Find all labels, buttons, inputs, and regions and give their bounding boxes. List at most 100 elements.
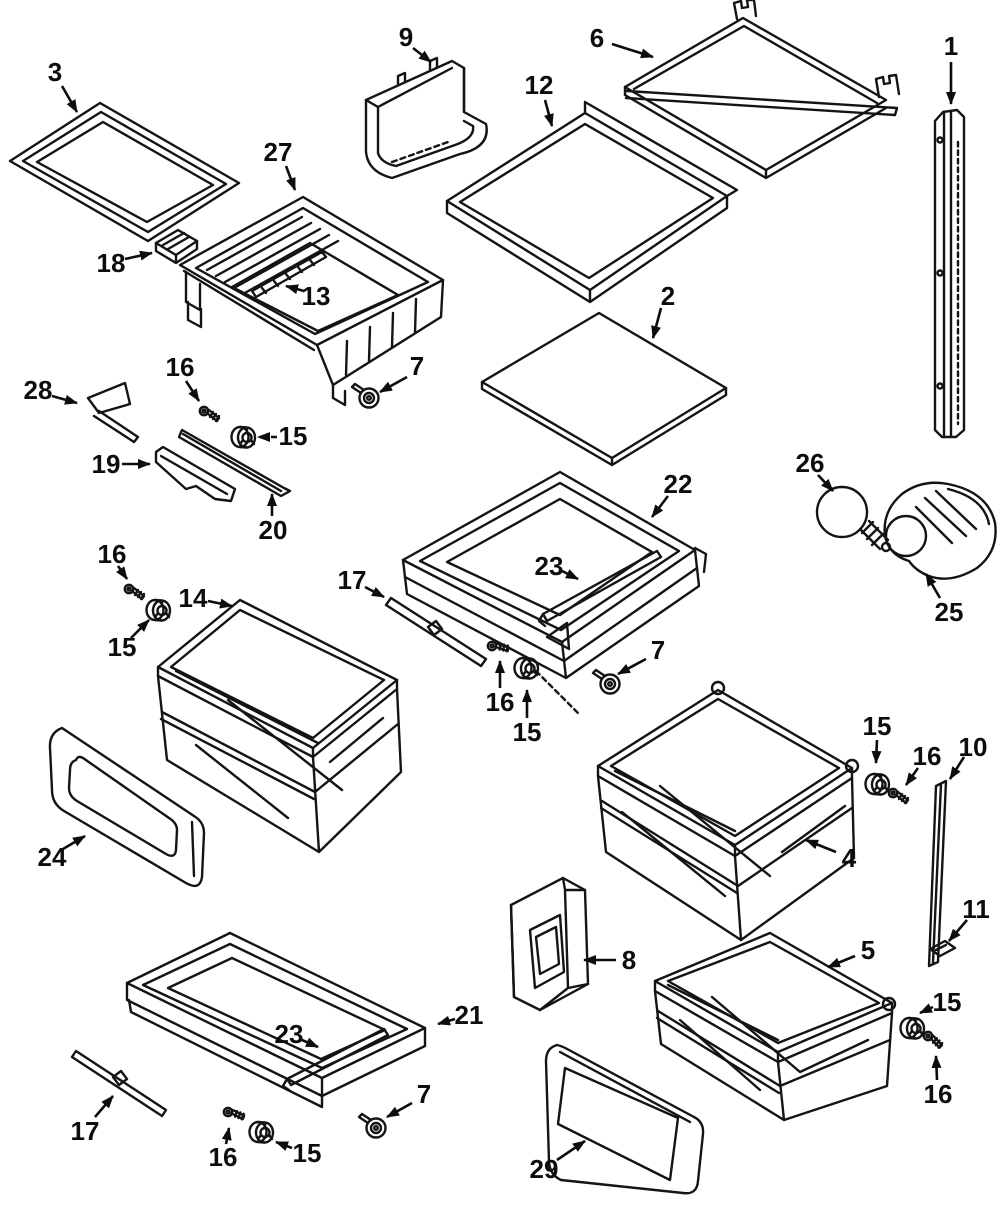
leader-arrow-26 <box>817 474 834 492</box>
part-18-retainer-clip-stroke-1 <box>154 231 199 265</box>
callout-16-screw: 16 <box>486 660 514 717</box>
part-13-slide-rail-stroke-0 <box>250 250 328 299</box>
part-22-shelf-assembly-stroke-4 <box>403 566 699 663</box>
part-number-label-25: 25 <box>935 597 964 627</box>
part-1-mounting-track-stroke-5 <box>936 382 944 390</box>
part-number-label-15: 15 <box>513 717 542 747</box>
leader-arrow-15 <box>919 1003 934 1015</box>
leader-arrow-17 <box>94 1095 114 1118</box>
part-21-snack-pan-stroke-4 <box>127 998 324 1109</box>
part-24-pan-front-panel-stroke-1 <box>67 755 179 857</box>
part-8-end-cap-cover-stroke-1 <box>509 876 590 1012</box>
part-4-crisper-bin-stroke-5 <box>596 774 856 942</box>
part-29-pan-front-panel-stroke-0 <box>544 1043 705 1195</box>
part-23-slide-rail <box>281 1027 390 1092</box>
part-number-label-14: 14 <box>179 583 208 613</box>
part-2-glass-insert-stroke-0 <box>480 311 728 460</box>
part-16-screw <box>123 583 146 601</box>
part-number-label-12: 12 <box>525 70 554 100</box>
callout-15-roller: 15 <box>863 711 891 764</box>
part-3-shelf-frame-stroke-1 <box>21 110 228 234</box>
part-5-crisper-bin-stroke-1 <box>666 940 881 1045</box>
callout-18-retainer-clip: 18 <box>97 248 153 278</box>
part-number-label-24: 24 <box>38 842 67 872</box>
part-number-label-4: 4 <box>842 843 857 873</box>
part-number-label-19: 19 <box>92 449 121 479</box>
part-5-crisper-bin-stroke-6 <box>666 983 870 1092</box>
part-19-rail-stroke-0 <box>154 445 237 503</box>
callout-27-pan-frame: 27 <box>264 137 297 191</box>
part-28-support-bracket-stroke-0 <box>86 381 132 415</box>
part-5-crisper-bin <box>653 931 897 1122</box>
part-4-crisper-bin-stroke-6 <box>599 799 854 895</box>
callout-16-screw: 16 <box>904 741 942 786</box>
part-number-label-7: 7 <box>417 1079 431 1109</box>
part-21-snack-pan-stroke-1 <box>141 942 409 1070</box>
part-12-slide-out-shelf-stroke-1 <box>458 122 715 280</box>
leader-arrow-15 <box>871 739 882 764</box>
part-number-label-23: 23 <box>275 1019 304 1049</box>
leader-arrow-10 <box>948 756 966 780</box>
leader-arrow-7 <box>386 1101 413 1119</box>
callout-26-light-bulb: 26 <box>796 448 834 492</box>
callout-3-shelf-frame: 3 <box>48 57 79 113</box>
part-10-trim-strip-stroke-0 <box>927 779 948 968</box>
part-17-slide-rail-stroke-0 <box>70 1049 168 1118</box>
part-4-crisper-bin-stroke-2 <box>710 680 726 696</box>
part-number-label-17: 17 <box>71 1116 100 1146</box>
callout-16-screw: 16 <box>924 1055 952 1109</box>
part-11-clip <box>928 939 957 958</box>
part-20-rail <box>177 428 292 498</box>
part-27-pan-frame-stroke-0 <box>178 195 445 347</box>
part-number-label-6: 6 <box>590 23 604 53</box>
callout-16-screw: 16 <box>209 1127 237 1172</box>
part-22-shelf-assembly-stroke-1 <box>418 481 681 632</box>
callout-15-roller: 15 <box>919 987 961 1017</box>
callout-16-screw: 16 <box>166 352 201 402</box>
callout-24-pan-front-panel: 24 <box>38 834 86 872</box>
part-number-label-16: 16 <box>913 741 942 771</box>
leader-arrow-24 <box>62 834 86 851</box>
part-8-end-cap-cover <box>509 876 590 1012</box>
part-24-pan-front-panel <box>48 726 206 888</box>
leader-arrow-25 <box>924 573 942 599</box>
part-25-lamp-housing <box>883 481 997 580</box>
callout-23-slide-rail: 23 <box>275 1019 319 1049</box>
leader-arrow-27 <box>284 165 297 191</box>
part-21-snack-pan-stroke-0 <box>125 931 427 1080</box>
callout-28-support-bracket: 28 <box>24 375 78 405</box>
part-11-clip-stroke-1 <box>934 943 948 952</box>
leader-arrow-3 <box>60 85 79 113</box>
part-4-crisper-bin-stroke-7 <box>613 769 847 898</box>
part-3-shelf-frame <box>8 101 241 243</box>
callout-29-pan-front-panel: 29 <box>530 1139 586 1184</box>
part-6-cantilever-shelf-frame-stroke-1 <box>624 89 899 117</box>
part-2-glass-insert-stroke-1 <box>480 380 728 467</box>
part-25-lamp-housing-stroke-2 <box>914 487 991 545</box>
part-28-support-bracket <box>86 381 140 444</box>
part-26-light-bulb-stroke-1 <box>858 519 890 551</box>
callout-14-crisper-bin: 14 <box>179 583 233 613</box>
part-1-mounting-track-stroke-0 <box>933 108 966 439</box>
part-number-label-21: 21 <box>455 1000 484 1030</box>
part-1-mounting-track-stroke-3 <box>936 136 944 144</box>
part-24-pan-front-panel-stroke-2 <box>190 820 196 878</box>
leader-arrow-23 <box>561 569 579 581</box>
leader-arrow-5 <box>827 954 856 969</box>
callout-6-cantilever-shelf-frame: 6 <box>590 23 654 59</box>
callout-15-roller: 15 <box>108 619 150 662</box>
part-7-shoulder-screw <box>357 1112 387 1139</box>
part-19-rail-stroke-1 <box>159 454 229 496</box>
part-6-cantilever-shelf-frame-stroke-5 <box>623 85 888 180</box>
part-16-screw <box>921 1030 945 1050</box>
part-20-rail-stroke-0 <box>177 428 292 498</box>
leader-arrow-16 <box>221 1127 232 1145</box>
part-29-pan-front-panel <box>544 1043 705 1195</box>
part-27-pan-frame-stroke-2 <box>230 241 400 333</box>
part-11-clip-stroke-0 <box>928 939 957 958</box>
part-22-shelf-assembly-stroke-5 <box>693 546 708 574</box>
part-number-label-5: 5 <box>861 935 875 965</box>
part-17-slide-rail-stroke-1 <box>426 619 444 637</box>
